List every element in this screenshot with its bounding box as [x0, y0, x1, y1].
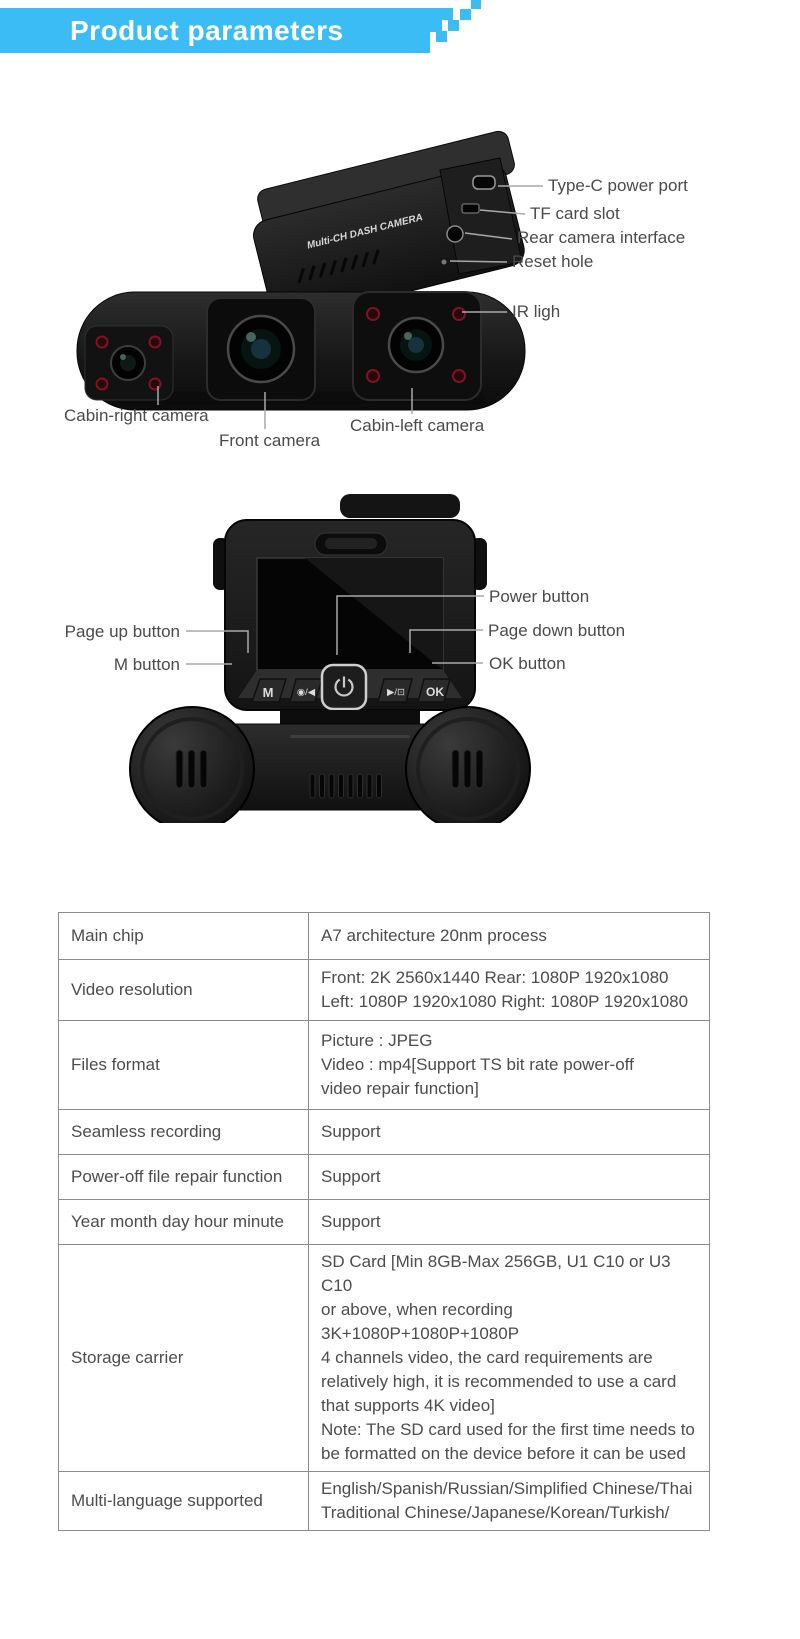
spec-value: Support: [308, 1199, 710, 1245]
callout-label-reset-hole: Reset hole: [512, 252, 594, 271]
callout-label-cabin-left: Cabin-left camera: [350, 416, 485, 435]
callout-label-cabin-right: Cabin-right camera: [64, 406, 209, 425]
callout-label-type-c: Type-C power port: [548, 176, 688, 195]
figure-dashcam-ports: Multi-CH DASH CAMERA: [0, 130, 800, 460]
callout-label-ok: OK button: [489, 654, 566, 673]
table-row: Seamless recording Support: [58, 1109, 710, 1155]
tf-card-slot-icon: [461, 203, 480, 214]
body-highlight: [290, 735, 410, 738]
mount-bracket: [340, 494, 460, 518]
ir-led-icon: [148, 335, 162, 349]
callout-label-front: Front camera: [219, 431, 321, 450]
callout-label-page-up: Page up button: [64, 622, 180, 641]
table-row: Multi-language supported English/Spanish…: [58, 1471, 710, 1531]
banner-decoration: [436, 31, 447, 42]
cabin-left-camera-module: [352, 291, 482, 401]
table-row: Storage carrier SD Card [Min 8GB-Max 256…: [58, 1244, 710, 1472]
play-photo-button-label: ▶/⊡: [387, 687, 405, 698]
banner: Product parameters: [0, 8, 430, 53]
type-c-port-icon: [472, 175, 496, 190]
button-row: M ◉/◀ ▶/⊡ OK: [250, 663, 451, 711]
rear-camera-jack-hole: [452, 231, 458, 237]
banner-decoration: [442, 8, 453, 20]
ir-led-icon: [95, 335, 109, 349]
speaker-grille: [309, 773, 382, 799]
spec-value: A7 architecture 20nm process: [308, 912, 710, 960]
spec-value: Picture : JPEG Video : mp4[Support TS bi…: [308, 1020, 710, 1110]
reset-hole-icon: [441, 259, 447, 265]
left-dome-camera: [129, 706, 255, 823]
ir-led-icon: [95, 377, 109, 391]
spec-label: Storage carrier: [58, 1244, 309, 1472]
table-row: Files format Picture : JPEG Video : mp4[…: [58, 1020, 710, 1110]
spec-value: Front: 2K 2560x1440 Rear: 1080P 1920x108…: [308, 959, 710, 1021]
cabin-right-camera-module: [84, 325, 174, 401]
callout-label-ir-light: IR ligh: [512, 302, 561, 321]
banner-decoration: [471, 0, 481, 9]
banner-decoration: [460, 9, 471, 20]
ok-button: [417, 678, 451, 703]
figure-dashcam-buttons: M ◉/◀ ▶/⊡ OK: [0, 480, 800, 830]
spec-value: Support: [308, 1109, 710, 1155]
vent-grille: [297, 249, 380, 284]
spec-value: Support: [308, 1154, 710, 1200]
table-row: Year month day hour minute Support: [58, 1199, 710, 1245]
ir-led-icon: [452, 307, 466, 321]
table-row: Power-off file repair function Support: [58, 1154, 710, 1200]
right-dome-camera: [405, 706, 531, 823]
callout-label-m: M button: [113, 655, 180, 674]
table-row: Video resolution Front: 2K 2560x1440 Rea…: [58, 959, 710, 1021]
dashcam-device-image: Multi-CH DASH CAMERA: [76, 130, 526, 411]
ir-led-icon: [366, 307, 380, 321]
spec-label: Main chip: [58, 912, 309, 960]
ir-led-icon: [366, 369, 380, 383]
hinge: [280, 710, 420, 726]
top-notch-inner: [325, 538, 377, 549]
ir-led-icon: [148, 377, 162, 391]
callout-label-tf-card: TF card slot: [530, 204, 620, 223]
m-button: [250, 678, 288, 703]
callout-label-page-down: Page down button: [488, 621, 626, 640]
spec-value: English/Spanish/Russian/Simplified Chine…: [308, 1471, 710, 1531]
play-photo-button: [377, 678, 413, 703]
m-button-label: M: [263, 685, 274, 700]
spec-label: Files format: [58, 1020, 309, 1110]
spec-table: Main chip A7 architecture 20nm process V…: [58, 912, 710, 1531]
spec-value: SD Card [Min 8GB-Max 256GB, U1 C10 or U3…: [308, 1244, 710, 1472]
ir-led-icon: [452, 369, 466, 383]
spec-label: Power-off file repair function: [58, 1154, 309, 1200]
page-title: Product parameters: [70, 15, 344, 46]
ok-button-label: OK: [426, 685, 444, 699]
power-symbol-icon: [334, 676, 354, 697]
front-camera-module: [206, 297, 316, 401]
banner-decoration: [448, 20, 459, 31]
callout-label-power: Power button: [489, 587, 590, 606]
spec-label: Video resolution: [58, 959, 309, 1021]
spec-label: Seamless recording: [58, 1109, 309, 1155]
banner-decoration: [430, 8, 442, 32]
spec-label: Year month day hour minute: [58, 1199, 309, 1245]
spec-label: Multi-language supported: [58, 1471, 309, 1531]
callout-label-rear-camera: Rear camera interface: [517, 228, 686, 247]
table-row: Main chip A7 architecture 20nm process: [58, 912, 710, 960]
record-back-button-label: ◉/◀: [297, 687, 316, 698]
